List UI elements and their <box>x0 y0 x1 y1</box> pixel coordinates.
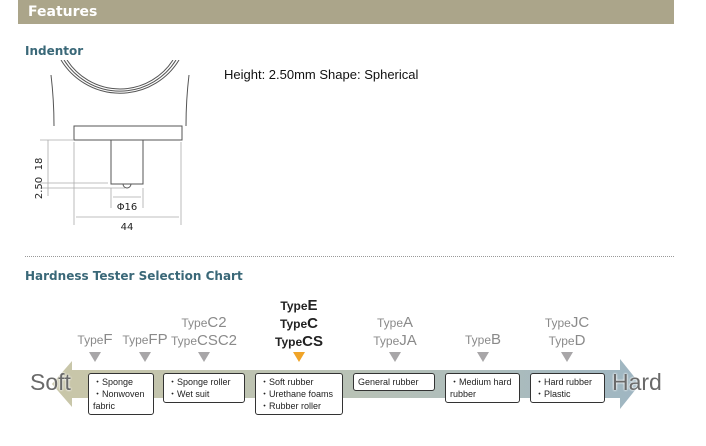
dim-height: 18 <box>34 158 45 171</box>
soft-label: Soft <box>30 369 71 395</box>
material-box: ・Sponge・Nonwoven fabric <box>88 373 154 415</box>
hard-label: Hard <box>612 369 662 395</box>
type-label: TypeF <box>77 331 113 348</box>
marker-triangle-icon <box>561 352 573 362</box>
dim-width: 44 <box>121 222 134 233</box>
type-label: TypeB <box>464 331 502 348</box>
material-box: ・Soft rubber・Urethane foams・Rubber rolle… <box>255 373 343 415</box>
indentor-drawing: 18 2.50 Φ16 44 <box>34 60 190 233</box>
features-title: Features <box>28 4 98 20</box>
marker-triangle-icon <box>293 352 305 362</box>
type-label: TypeFP <box>122 331 168 348</box>
dim-tip: 2.50 <box>34 177 45 199</box>
chart-heading: Hardness Tester Selection Chart <box>25 269 243 283</box>
indentor-spec: Height: 2.50mm Shape: Spherical <box>224 67 419 82</box>
marker-triangle-icon <box>389 352 401 362</box>
dim-diameter: Φ16 <box>117 202 138 213</box>
material-box: ・Sponge roller・Wet suit <box>163 373 245 403</box>
material-box: General rubber <box>353 373 435 391</box>
material-box: ・Hard rubber・Plastic <box>530 373 605 403</box>
indentor-heading: Indentor <box>25 44 84 58</box>
material-box: ・Medium hard rubber <box>445 373 520 403</box>
marker-triangle-icon <box>477 352 489 362</box>
features-header: Features <box>18 0 674 24</box>
marker-triangle-icon <box>198 352 210 362</box>
marker-triangle-icon <box>139 352 151 362</box>
divider <box>25 256 674 257</box>
marker-triangle-icon <box>89 352 101 362</box>
